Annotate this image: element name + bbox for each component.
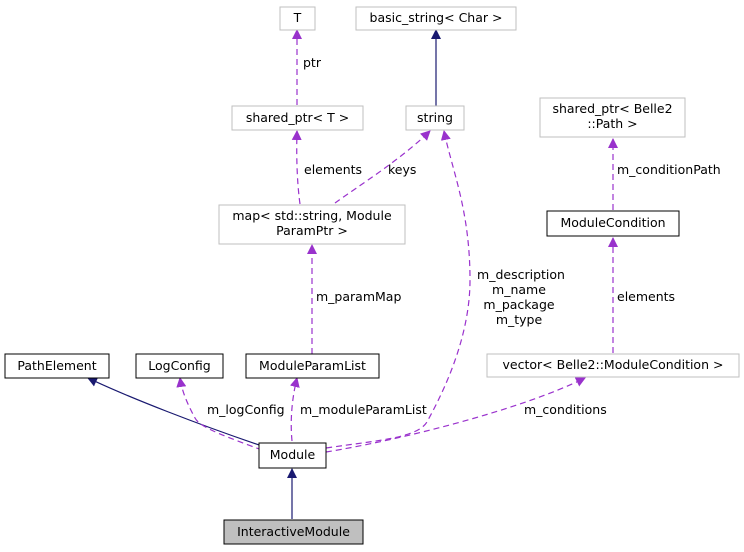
edge-map-to-shared_ptr_t	[291, 130, 302, 205]
edge-label-m-conditionpath: m_conditionPath	[617, 162, 721, 177]
edge-module-to-vector_conditions	[325, 377, 586, 453]
edge-module-to-module_param_list	[289, 377, 300, 442]
edges	[87, 29, 618, 519]
node-log-config[interactable]: LogConfig	[135, 353, 224, 379]
edge-label-elements: elements	[617, 289, 675, 304]
node-label: map< std::string, Module	[232, 208, 392, 223]
edge-label-m-conditions: m_conditions	[524, 402, 607, 417]
node-vector-conditions[interactable]: vector< Belle2::ModuleCondition >	[486, 353, 740, 378]
edge-module-to-log_config	[176, 377, 263, 451]
node-label: vector< Belle2::ModuleCondition >	[503, 357, 724, 372]
node-label: ModuleCondition	[560, 215, 665, 230]
edge-label-keys: keys	[388, 162, 416, 177]
edge-labels: ptr elements keys m_conditionPath m_para…	[207, 55, 721, 417]
edge-module-to-path_element	[87, 377, 263, 447]
edge-label-m-type: m_type	[496, 312, 543, 327]
node-path-element[interactable]: PathElement	[4, 353, 110, 379]
node-label: LogConfig	[148, 358, 210, 373]
node-label: ParamPtr >	[276, 223, 348, 238]
edge-label-m-moduleparamlist: m_moduleParamList	[300, 402, 427, 417]
node-module-param-list[interactable]: ModuleParamList	[245, 353, 380, 379]
node-label: shared_ptr< T >	[246, 110, 349, 125]
nodes: T basic_string< Char > shared_ptr< T > s…	[4, 6, 740, 545]
edge-label-elements: elements	[304, 162, 362, 177]
node-basic-string[interactable]: basic_string< Char >	[355, 6, 517, 31]
edge-label-m-package: m_package	[483, 297, 555, 312]
edge-label-m-description: m_description	[477, 267, 565, 282]
edge-label-m-logconfig: m_logConfig	[207, 402, 285, 417]
node-module[interactable]: Module	[258, 442, 327, 469]
node-label: Module	[270, 447, 316, 462]
node-t[interactable]: T	[279, 6, 316, 31]
node-label: InteractiveModule	[237, 524, 350, 539]
edge-label-ptr: ptr	[303, 55, 322, 70]
node-label: ::Path >	[587, 116, 637, 131]
node-label: PathElement	[17, 358, 96, 373]
node-interactive-module[interactable]: InteractiveModule	[223, 519, 364, 545]
edge-map-to-string	[334, 130, 431, 204]
edge-label-m-parammap: m_paramMap	[316, 289, 401, 304]
node-map[interactable]: map< std::string, Module ParamPtr >	[218, 204, 406, 245]
node-module-condition[interactable]: ModuleCondition	[546, 210, 680, 237]
node-label: T	[293, 10, 302, 25]
node-label: ModuleParamList	[259, 358, 366, 373]
node-label: string	[417, 110, 453, 125]
edge-module-to-string	[325, 130, 471, 449]
node-shared-ptr-path[interactable]: shared_ptr< Belle2 ::Path >	[539, 97, 686, 138]
node-shared-ptr-t[interactable]: shared_ptr< T >	[231, 105, 364, 131]
edge-label-m-name: m_name	[492, 282, 546, 297]
node-label: shared_ptr< Belle2	[552, 101, 672, 116]
node-string[interactable]: string	[405, 105, 465, 131]
node-label: basic_string< Char >	[370, 10, 503, 25]
